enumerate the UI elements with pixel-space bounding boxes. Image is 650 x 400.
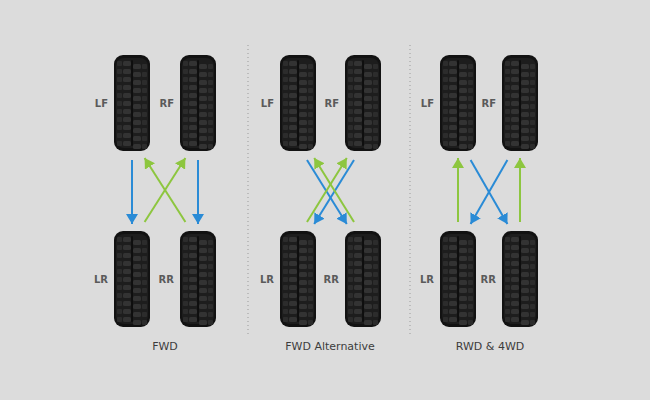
- position-label: LR: [94, 274, 108, 285]
- position-label: RF: [324, 98, 339, 109]
- tire-node: LF: [280, 55, 316, 151]
- pattern-caption: FWD Alternative: [285, 340, 375, 353]
- tire-illustration: [280, 231, 316, 327]
- position-label: RR: [159, 274, 174, 285]
- tire-illustration: [440, 231, 476, 327]
- rotation-arrow: [519, 158, 521, 222]
- tire-illustration: [180, 55, 216, 151]
- rotation-arrow: [307, 160, 347, 224]
- rotation-arrow: [145, 158, 186, 222]
- tire-node: LR: [114, 231, 150, 327]
- rotation-arrow: [145, 158, 186, 222]
- tire-node: RR: [345, 231, 381, 327]
- tire-node: LF: [440, 55, 476, 151]
- pattern-caption: RWD & 4WD: [456, 340, 524, 353]
- rotation-arrow: [457, 158, 459, 222]
- rotation-arrow: [314, 158, 354, 222]
- rotation-arrow: [307, 158, 347, 222]
- position-label: RF: [159, 98, 174, 109]
- tire-illustration: [502, 231, 538, 327]
- tire-illustration: [345, 55, 381, 151]
- panel-separator: [410, 45, 411, 335]
- tire-node: RR: [502, 231, 538, 327]
- position-label: LR: [420, 274, 434, 285]
- tire-illustration: [180, 231, 216, 327]
- tire-node: RF: [180, 55, 216, 151]
- rotation-arrow: [471, 160, 508, 224]
- tire-node: RF: [502, 55, 538, 151]
- pattern-caption: FWD: [152, 340, 178, 353]
- tire-node: RR: [180, 231, 216, 327]
- tire-node: LF: [114, 55, 150, 151]
- position-label: LR: [260, 274, 274, 285]
- tire-node: LR: [440, 231, 476, 327]
- rotation-arrow: [471, 160, 508, 224]
- position-label: LF: [421, 98, 434, 109]
- position-label: RF: [481, 98, 496, 109]
- tire-illustration: [502, 55, 538, 151]
- rotation-arrow: [131, 160, 133, 224]
- tire-illustration: [440, 55, 476, 151]
- tire-node: RF: [345, 55, 381, 151]
- tire-illustration: [114, 55, 150, 151]
- tire-node: LR: [280, 231, 316, 327]
- rotation-arrow: [197, 160, 199, 224]
- position-label: RR: [324, 274, 339, 285]
- tire-illustration: [114, 231, 150, 327]
- rotation-arrow: [314, 160, 354, 224]
- tire-illustration: [345, 231, 381, 327]
- position-label: LF: [95, 98, 108, 109]
- tire-illustration: [280, 55, 316, 151]
- position-label: RR: [481, 274, 496, 285]
- position-label: LF: [261, 98, 274, 109]
- panel-separator: [248, 45, 249, 335]
